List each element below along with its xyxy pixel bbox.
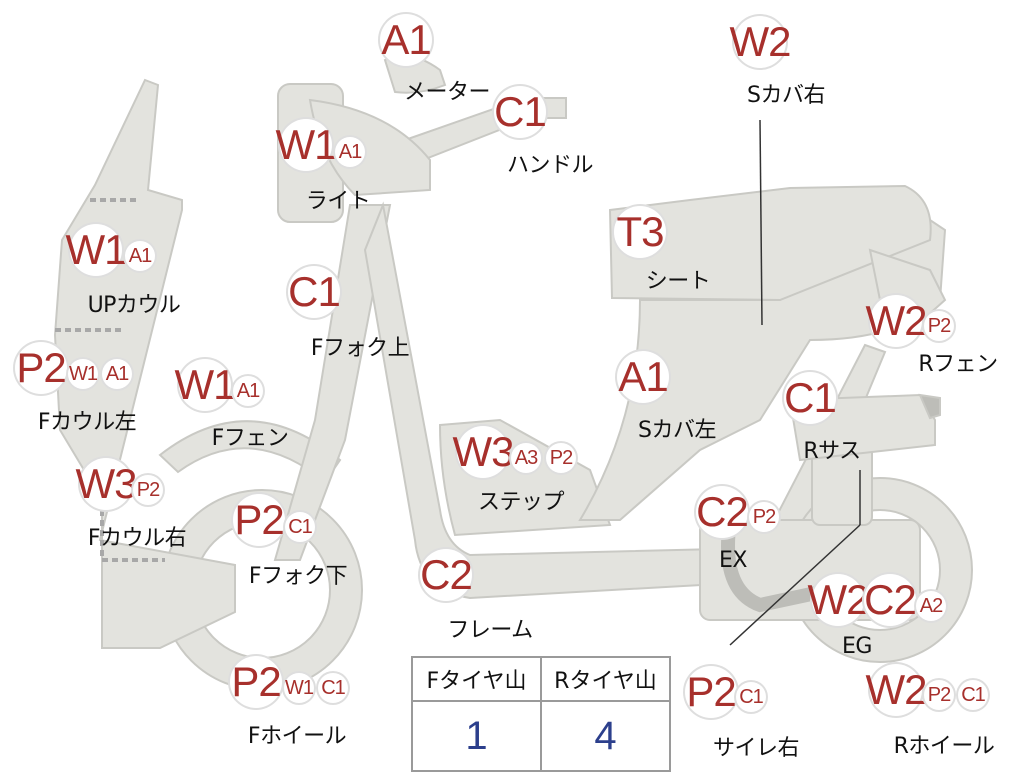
part-label: EG (842, 634, 872, 659)
badge: C2 (420, 549, 473, 601)
badge: T3 (614, 206, 666, 258)
badge: P2 (685, 666, 737, 718)
part-label: サイレ右 (712, 736, 800, 761)
part-label: Rホイール (893, 734, 995, 759)
badge: C1 (285, 512, 315, 542)
part-label: シート (645, 269, 711, 294)
badge: W1 (66, 224, 128, 276)
badge: C1 (958, 680, 988, 710)
badge: W2 (730, 16, 792, 68)
part-label: Sカバ右 (747, 83, 825, 108)
part-label: ステップ (477, 490, 565, 515)
part-label: Fカウル右 (87, 526, 187, 551)
part-label: Fフォク上 (310, 336, 410, 361)
part-label: ハンドル (506, 153, 594, 178)
badge: A1 (380, 14, 432, 66)
badge: C1 (784, 372, 837, 424)
badge: W3 (453, 426, 515, 478)
badge: W1 (175, 359, 237, 411)
badge: P2 (924, 311, 954, 341)
badge: A1 (102, 359, 132, 389)
badge: C2 (864, 574, 917, 626)
badge: W1 (68, 359, 98, 389)
tire-tread-table: Fタイヤ山 Rタイヤ山 1 4 (411, 656, 671, 772)
badge: C1 (288, 266, 341, 318)
front-cowl-shape (53, 78, 236, 649)
part-label: ライト (305, 189, 371, 214)
badge: C1 (736, 682, 766, 712)
part-label: Rサス (803, 439, 861, 464)
badge: P2 (230, 656, 282, 708)
leader-muffler-right (729, 524, 861, 646)
front-tire-value: 1 (411, 700, 542, 772)
part-label: UPカウル (87, 293, 181, 318)
badge: P2 (233, 494, 285, 546)
front-tire-header: Fタイヤ山 (411, 656, 542, 702)
part-label: Sカバ左 (638, 418, 716, 443)
rear-tire-header: Rタイヤ山 (540, 656, 671, 702)
badge: C2 (696, 486, 749, 538)
badge: W1 (276, 119, 338, 171)
badge: P2 (924, 680, 954, 710)
badge: A3 (511, 443, 541, 473)
muffler-tip-shape (918, 393, 941, 420)
part-label: EX (719, 548, 747, 573)
badge: C1 (318, 673, 348, 703)
badge: P2 (133, 475, 163, 505)
front-fork-shape (273, 204, 392, 561)
part-label: Fフォク下 (248, 564, 348, 589)
badge: A1 (617, 351, 669, 403)
badge: C1 (494, 86, 547, 138)
part-label: メーター (403, 80, 491, 105)
badge: W2 (866, 664, 928, 716)
badge: W3 (76, 458, 138, 510)
badge: A1 (335, 137, 365, 167)
badge: W2 (866, 295, 928, 347)
badge: P2 (749, 502, 779, 532)
part-label: フレーム (447, 618, 533, 643)
part-label: Fホイール (247, 724, 347, 749)
part-label: Fフェン (211, 426, 289, 451)
part-label: Fカウル左 (37, 410, 137, 435)
seat-shape (608, 184, 932, 302)
badge: A2 (916, 591, 946, 621)
badge: W1 (284, 673, 314, 703)
rear-tire-value: 4 (540, 700, 671, 772)
badge: A1 (125, 241, 155, 271)
leader-s-cover-right (759, 119, 763, 326)
part-label: Rフェン (918, 352, 998, 377)
badge: W2 (808, 574, 870, 626)
badge: P2 (546, 443, 576, 473)
badge: A1 (233, 376, 263, 406)
badge: P2 (15, 342, 67, 394)
